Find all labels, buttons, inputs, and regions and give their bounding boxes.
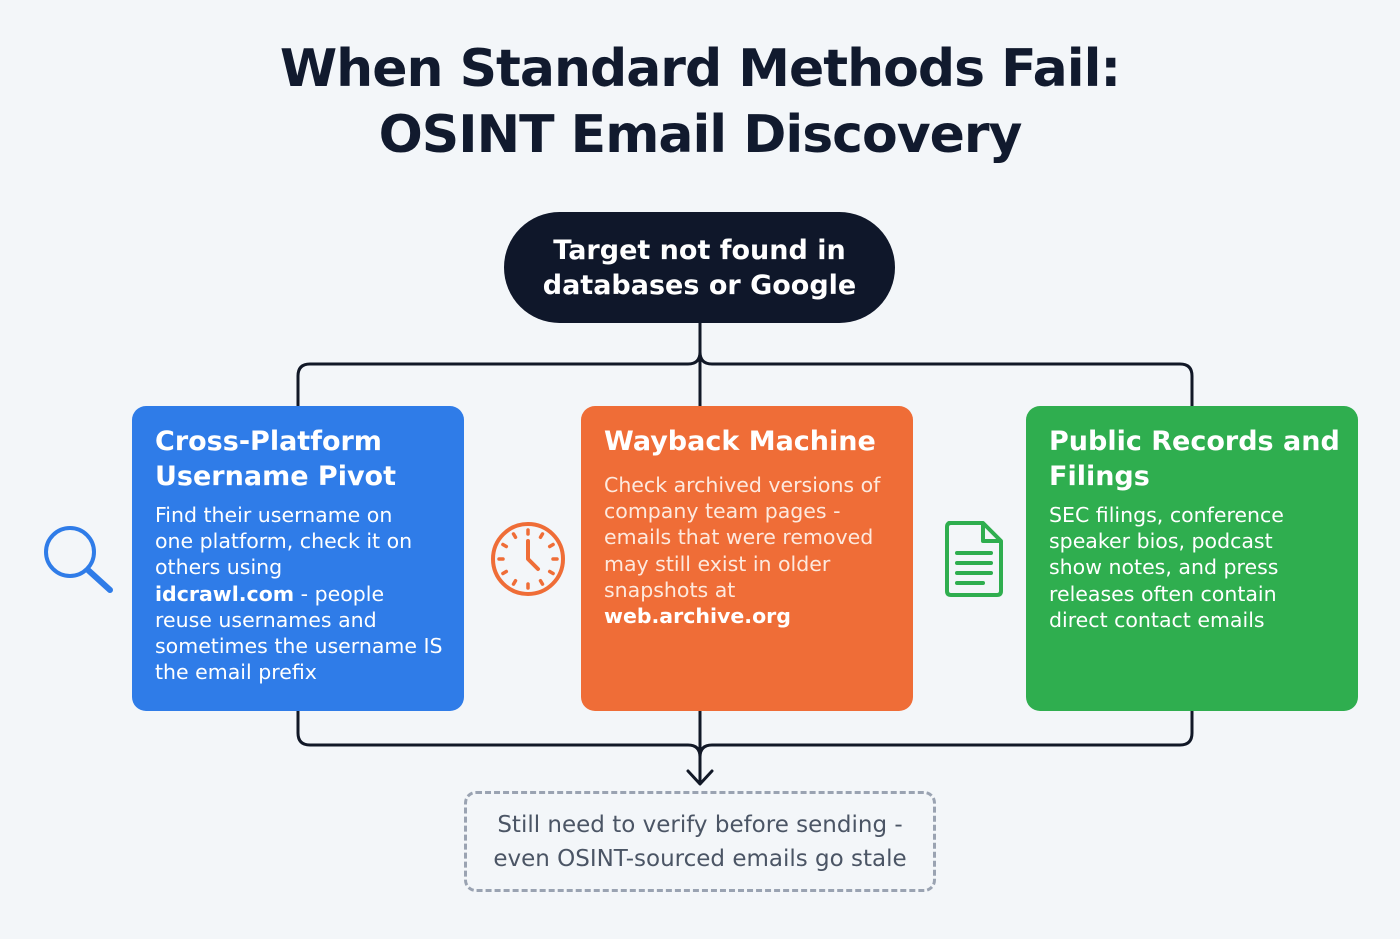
idcrawl-link: idcrawl.com [155, 581, 295, 606]
card-body-line: releases often contain [1049, 581, 1277, 606]
arrowhead [686, 769, 714, 786]
card-body-line: Check archived versions of [604, 473, 881, 497]
card-body: Find their username on one platform, che… [155, 502, 443, 685]
start-node-line-2: databases or Google [542, 269, 857, 301]
card-body: Check archived versions of company team … [604, 472, 891, 629]
start-node: Target not found in databases or Google [504, 212, 895, 323]
card-body-line: Find their username on [155, 503, 393, 527]
card-title: Cross-Platform Username Pivot [155, 424, 442, 494]
card-body-line: snapshots at [604, 577, 736, 602]
title-line-1: When Standard Methods Fail: [279, 39, 1121, 99]
verification-note: Still need to verify before sending - ev… [464, 791, 936, 892]
card-body-line-rest: - people [294, 581, 385, 606]
title-line-2: OSINT Email Discovery [378, 105, 1023, 165]
card-body-line: speaker bios, podcast [1049, 529, 1273, 554]
document-icon [945, 521, 1003, 597]
connector-top-branch [296, 350, 1194, 408]
card-username-pivot: Cross-Platform Username Pivot Find their… [132, 406, 464, 711]
card-body-line: direct contact emails [1049, 607, 1265, 632]
card-title-line-1: Public Records and [1049, 426, 1340, 457]
card-body-line: reuse usernames and [155, 607, 377, 632]
archive-link: web.archive.org [604, 604, 791, 629]
card-body-line: emails that were removed [604, 525, 874, 550]
connector-bottom-branch [296, 709, 1194, 759]
card-title-line-2: Username Pivot [155, 461, 397, 492]
magnifier-icon [44, 526, 113, 593]
verification-note-line-1: Still need to verify before sending - [497, 811, 903, 838]
card-body-line: SEC filings, conference [1049, 503, 1284, 527]
start-node-line-1: Target not found in [553, 234, 846, 266]
card-body: SEC filings, conference speaker bios, po… [1049, 502, 1336, 633]
card-body-line: idcrawl.com - people [155, 581, 442, 607]
card-title-line-1: Cross-Platform [155, 426, 382, 457]
clock-icon [491, 522, 565, 596]
card-body-line: show notes, and press [1049, 555, 1279, 580]
card-body-line: company team pages - [604, 499, 841, 524]
card-body-line: web.archive.org [604, 603, 891, 629]
card-wayback-machine: Wayback Machine Check archived versions … [581, 406, 913, 711]
card-title: Wayback Machine [604, 426, 876, 457]
card-body-line: may still exist in older [604, 551, 831, 576]
card-body-line: others using [155, 555, 283, 580]
card-body-line: one platform, check it on [155, 529, 413, 554]
verification-note-line-2: even OSINT-sourced emails go stale [493, 845, 907, 872]
card-title: Public Records and Filings [1049, 424, 1340, 494]
card-title-line-2: Filings [1049, 461, 1150, 492]
card-public-records: Public Records and Filings SEC filings, … [1026, 406, 1358, 711]
diagram-title: When Standard Methods Fail: OSINT Email … [0, 36, 1400, 168]
card-body-line: sometimes the username IS [155, 634, 443, 659]
card-body-line: the email prefix [155, 660, 317, 685]
